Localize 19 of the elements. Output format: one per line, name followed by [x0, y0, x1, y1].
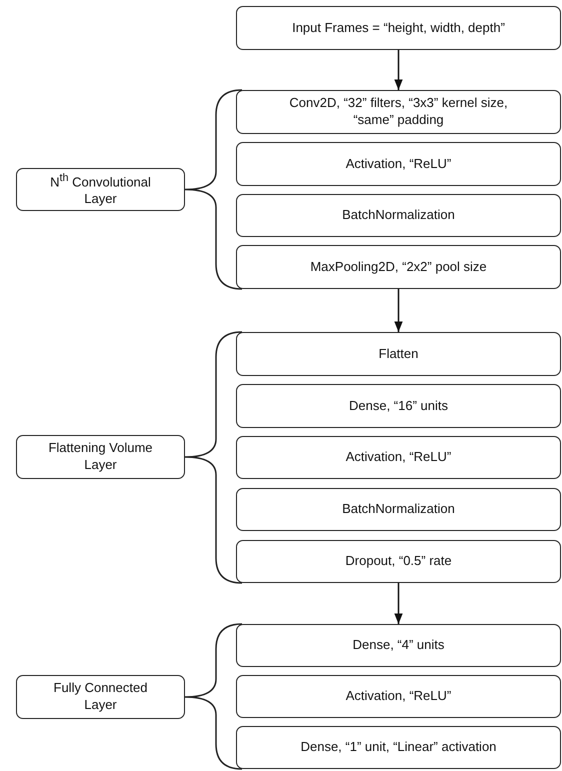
arrow: [394, 289, 403, 332]
layer-box: Dense, “1” unit, “Linear” activation: [236, 726, 561, 769]
layer-box: Conv2D, “32” filters, “3x3” kernel size, “same” padding: [236, 90, 561, 134]
arrow: [394, 583, 403, 624]
layer-box: Flatten: [236, 332, 561, 376]
layer-label-box: Flattening Volume Layer: [16, 435, 185, 479]
layer-box: Dropout, “0.5” rate: [236, 540, 561, 583]
layer-box: BatchNormalization: [236, 194, 561, 237]
layer-box: MaxPooling2D, “2x2” pool size: [236, 245, 561, 289]
layer-box: Input Frames = “height, width, depth”: [236, 6, 561, 50]
layer-box: BatchNormalization: [236, 488, 561, 531]
layer-box: Activation, “ReLU”: [236, 675, 561, 718]
layer-box: Dense, “4” units: [236, 624, 561, 667]
layer-label-box: Fully Connected Layer: [16, 675, 185, 719]
layer-box: Activation, “ReLU”: [236, 142, 561, 186]
layer-box: Dense, “16” units: [236, 384, 561, 428]
layer-box: Activation, “ReLU”: [236, 436, 561, 479]
layer-label-box: N$^{th}$ Convolutional Layer: [16, 168, 185, 211]
arrow: [394, 50, 403, 90]
